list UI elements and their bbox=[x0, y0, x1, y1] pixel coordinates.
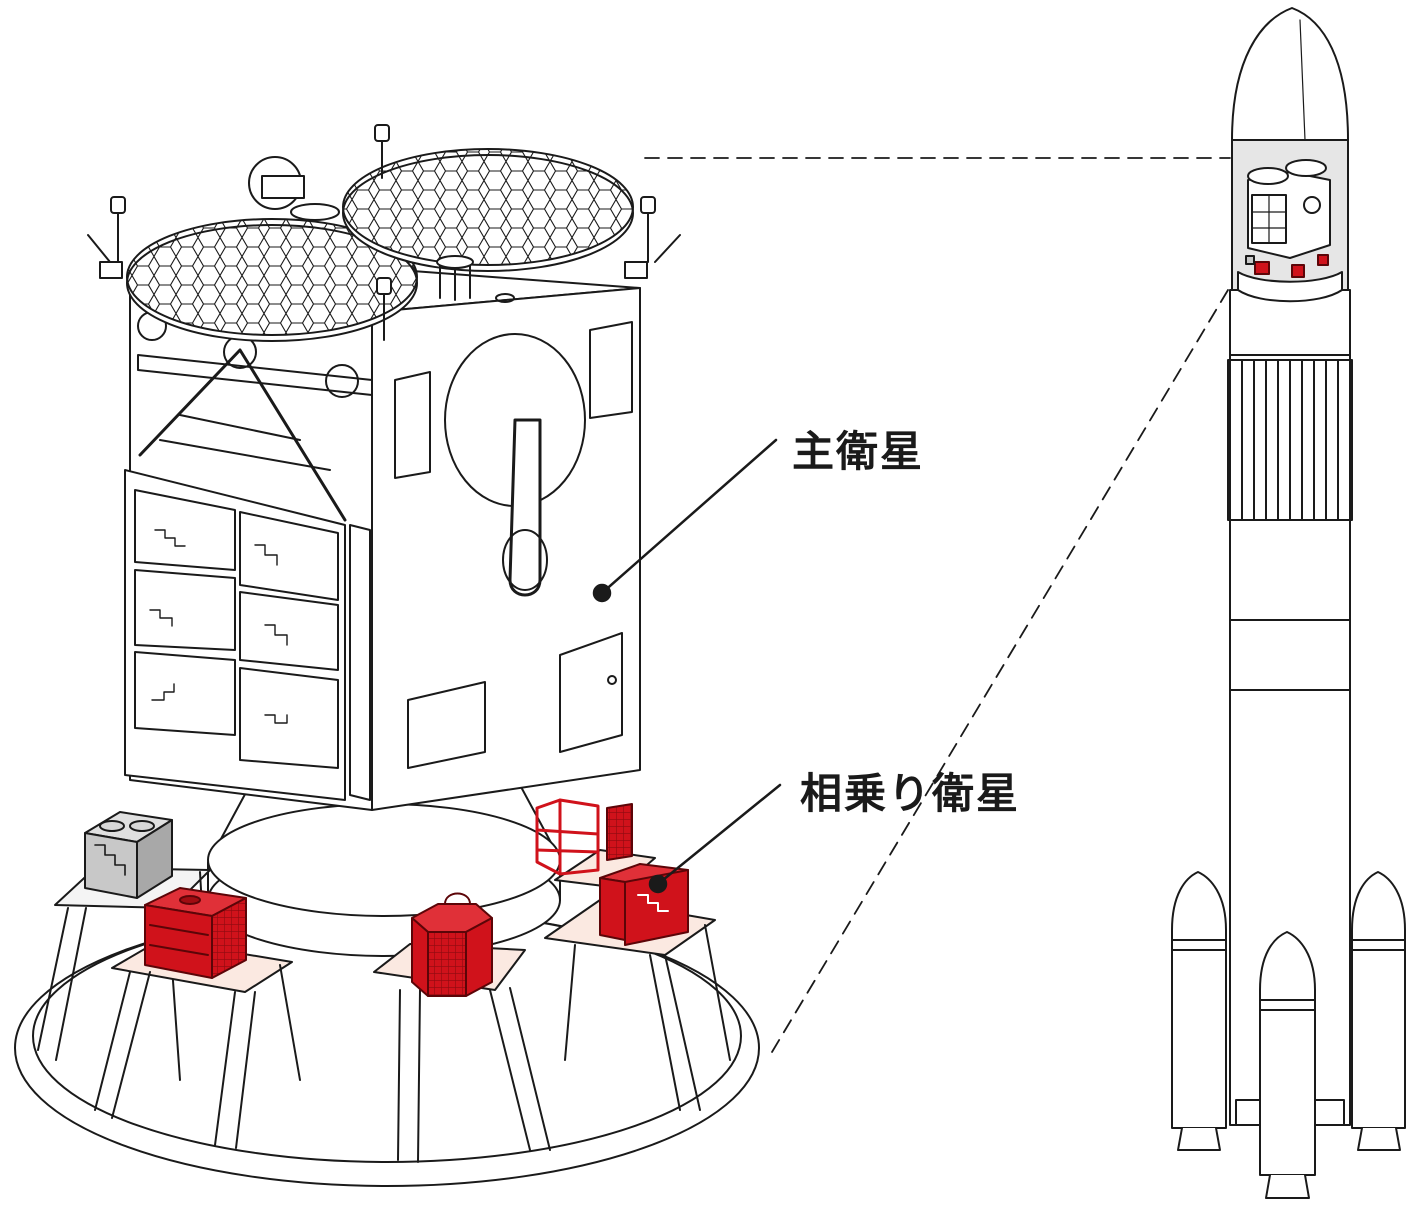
booster-center bbox=[1259, 931, 1316, 1199]
solar-panel bbox=[124, 469, 371, 801]
rocket bbox=[1171, 7, 1406, 1199]
rideshare-satellite-label: 相乗り衛星 bbox=[800, 769, 1021, 818]
red-cubesat-back-frames bbox=[535, 798, 633, 876]
gray-cubesat bbox=[84, 811, 173, 899]
booster-right bbox=[1351, 871, 1406, 1151]
leader-lines bbox=[592, 438, 782, 894]
red-cubesat-left bbox=[144, 887, 247, 979]
dish-antenna-right bbox=[342, 148, 634, 272]
red-cubesat-center bbox=[411, 892, 493, 997]
zoom-callout-lines bbox=[644, 157, 1231, 1053]
dish-antenna-left bbox=[126, 218, 418, 342]
main-satellite bbox=[87, 124, 681, 811]
red-cubesat-right bbox=[599, 863, 689, 946]
main-satellite-label: 主衛星 bbox=[792, 427, 925, 476]
booster-left bbox=[1171, 871, 1227, 1151]
